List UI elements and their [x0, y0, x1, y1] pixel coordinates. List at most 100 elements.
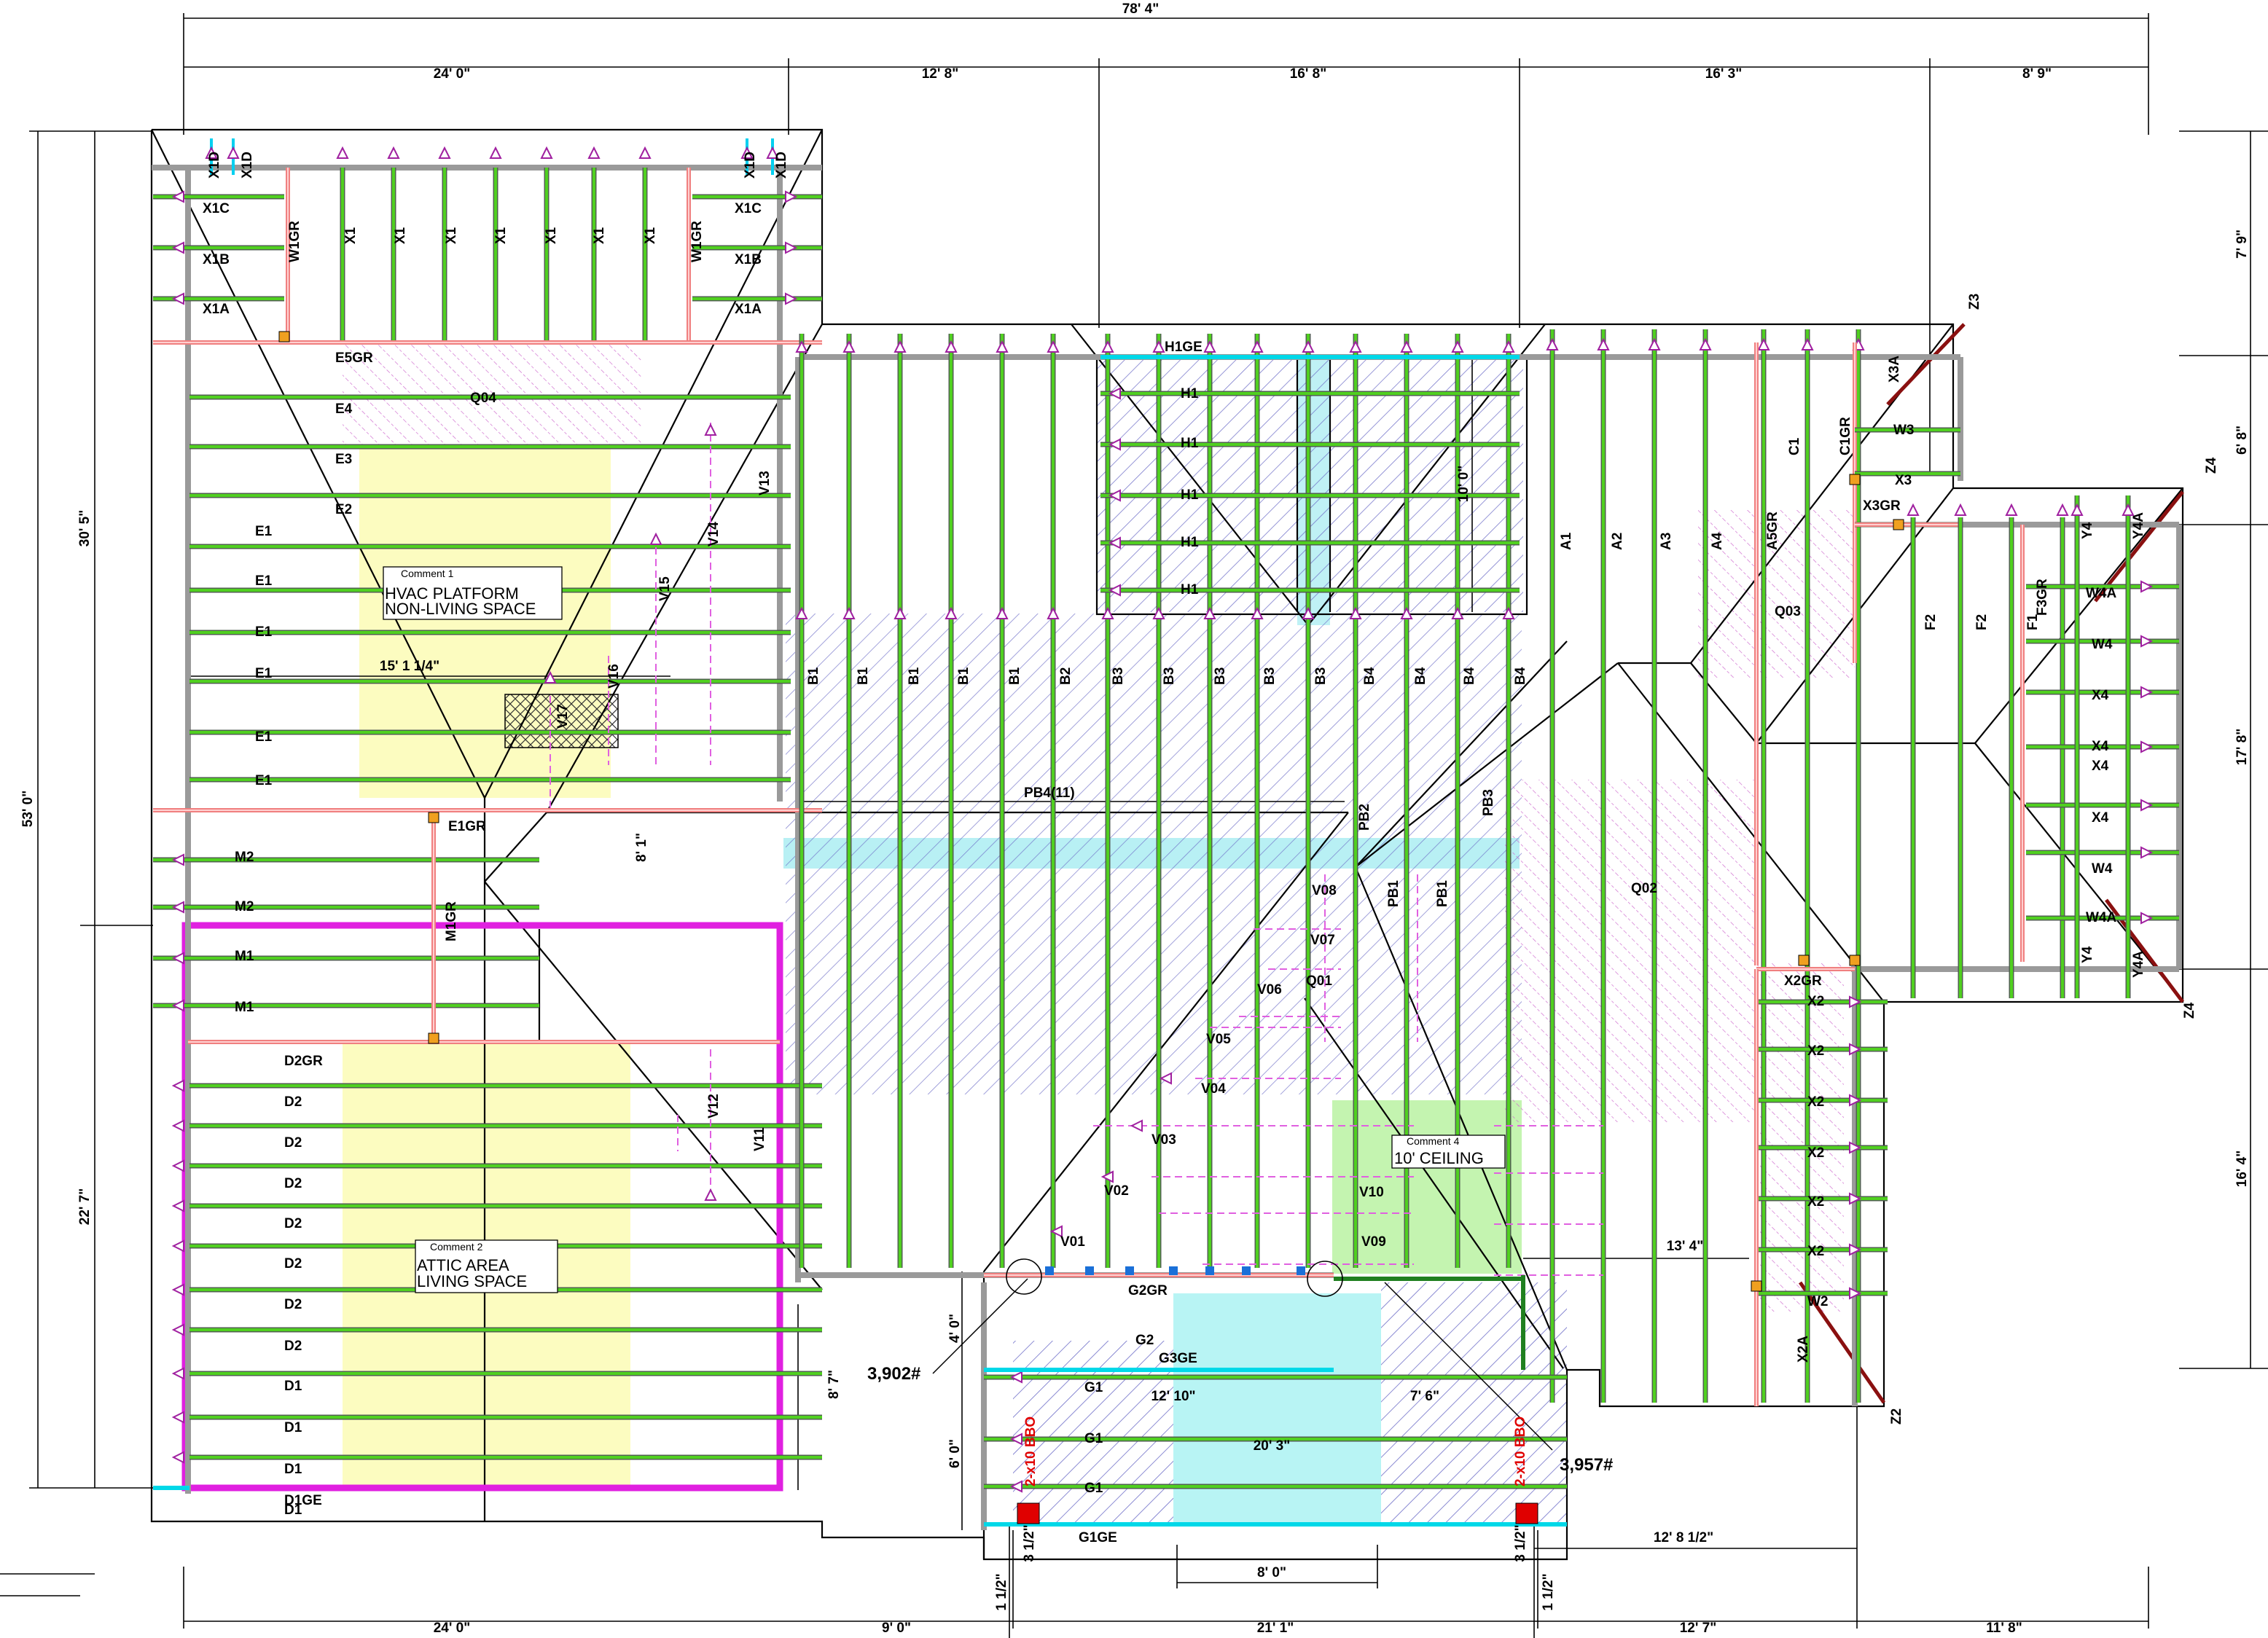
- member-label-v15: V15: [657, 576, 673, 601]
- post: [1242, 1266, 1251, 1275]
- member-label-d1ge: D1GE: [284, 1493, 322, 1508]
- bearing-arrow: [1400, 340, 1413, 353]
- member-label-x1d-4: X1D: [774, 152, 789, 179]
- bottom-dim-2: 9' 0": [882, 1621, 911, 1636]
- bearing-arrow: [2122, 503, 2135, 516]
- bearing-arrow: [893, 606, 907, 619]
- member-label-x3: X3: [1895, 473, 1912, 488]
- member-label-y4-2: Y4: [2080, 946, 2095, 963]
- bearing-arrow: [1502, 340, 1515, 353]
- bearing-arrow: [1699, 337, 1712, 350]
- hanger: [428, 1032, 439, 1044]
- member-label-x2a: X2A: [1796, 1336, 1811, 1363]
- member-label-x2-2: X2: [1807, 1043, 1824, 1059]
- member-label-x4-3: X4: [2092, 759, 2109, 774]
- bearing-arrow: [1108, 584, 1121, 597]
- member-label-a4: A4: [1710, 532, 1725, 550]
- member-label-f2-1: F2: [1923, 614, 1939, 630]
- member-label-q03: Q03: [1775, 604, 1801, 619]
- member-label-h1ge: H1GE: [1165, 340, 1203, 355]
- member-label-m2-1: M2: [235, 850, 254, 865]
- member-label-x2-6: X2: [1807, 1244, 1824, 1259]
- bearing-arrow: [1101, 606, 1114, 619]
- bearing-arrow: [171, 999, 184, 1012]
- member-label-e3: E3: [335, 452, 352, 467]
- member-label-m1-2: M1: [235, 1000, 254, 1015]
- bearing-arrow: [795, 606, 808, 619]
- bearing-arrow: [1907, 503, 1920, 516]
- member-label-b3-1: B3: [1111, 667, 1126, 685]
- member-label-v12: V12: [706, 1094, 722, 1118]
- member-label-g1-3: G1: [1084, 1481, 1103, 1496]
- bearing-arrow: [171, 1079, 184, 1092]
- left-total-dim: 53' 0": [20, 791, 36, 828]
- bearing-arrow: [171, 1367, 184, 1380]
- member-label-b4-3: B4: [1462, 667, 1477, 685]
- hanger: [1893, 519, 1904, 530]
- member-label-h1-4: H1: [1181, 535, 1199, 550]
- member-label-h1-3: H1: [1181, 487, 1199, 503]
- bearing-arrow: [2070, 503, 2084, 516]
- bearing-arrow: [842, 340, 856, 353]
- bearing-arrow: [1203, 606, 1216, 619]
- member-label-v11: V11: [752, 1127, 767, 1151]
- top-dim-5: 8' 9": [2022, 66, 2052, 82]
- load-right: 3,957#: [1560, 1455, 1613, 1475]
- hanger: [278, 331, 290, 342]
- member-label-e4: E4: [335, 401, 353, 417]
- top-dim-2: 12' 8": [922, 66, 959, 82]
- dim-1-half-right: 1 1/2": [1541, 1573, 1556, 1610]
- bearing-arrow: [2140, 580, 2154, 593]
- comment-2-line-1: ATTIC AREA: [417, 1256, 509, 1274]
- dim-10-0: 10' 0": [1456, 466, 1471, 503]
- bearing-arrow: [1400, 606, 1413, 619]
- member-label-g1ge: G1GE: [1079, 1530, 1117, 1545]
- hanger: [1798, 955, 1810, 966]
- dim-3-half-right: 3 1/2": [1513, 1524, 1528, 1561]
- member-label-x1a-r: X1A: [735, 302, 762, 317]
- comment-1-line-2: NON-LIVING SPACE: [385, 600, 536, 618]
- bearing-arrow: [1108, 387, 1121, 400]
- member-label-q04: Q04: [470, 391, 496, 406]
- member-label-x1d-1: X1D: [207, 152, 222, 179]
- bearing-arrow: [171, 190, 184, 203]
- member-label-x4-4: X4: [2092, 810, 2109, 826]
- member-label-h1-2: H1: [1181, 436, 1199, 451]
- member-label-g2: G2: [1135, 1333, 1154, 1348]
- dim-1-half-left: 1 1/2": [994, 1573, 1009, 1610]
- bearing-arrow: [649, 532, 662, 545]
- member-label-w3: W3: [1893, 423, 1915, 438]
- member-label-b1-2: B1: [856, 667, 871, 685]
- post: [1045, 1266, 1054, 1275]
- member-label-b4-1: B4: [1362, 667, 1377, 685]
- member-label-a2: A2: [1610, 533, 1625, 550]
- member-label-pb2: PB2: [1357, 804, 1372, 831]
- member-label-b3-5: B3: [1313, 667, 1329, 685]
- member-label-d2-6: D2: [284, 1297, 302, 1312]
- dim-20-3: 20' 3": [1254, 1438, 1291, 1454]
- bearing-arrow: [1849, 1094, 1862, 1107]
- bearing-arrow: [795, 340, 808, 353]
- bearing-arrow: [1009, 1480, 1022, 1493]
- bearing-arrow: [1049, 1225, 1063, 1238]
- member-label-a5gr: A5GR: [1765, 512, 1780, 550]
- top-dim-4: 16' 3": [1705, 66, 1743, 82]
- member-label-b3-3: B3: [1213, 667, 1228, 685]
- bottom-dim-1: 24' 0": [434, 1621, 471, 1636]
- bearing-arrow: [171, 1283, 184, 1296]
- member-label-x1d-2: X1D: [240, 152, 255, 179]
- member-label-q01: Q01: [1306, 973, 1332, 989]
- bearing-arrow: [171, 1159, 184, 1172]
- bearing-arrow: [1757, 337, 1770, 350]
- member-label-a3: A3: [1659, 533, 1674, 550]
- right-dim-2: 6' 8": [2234, 426, 2250, 455]
- member-label-y4a-1: Y4A: [2131, 512, 2146, 539]
- bearing-arrow: [1849, 1192, 1862, 1205]
- post: [1085, 1266, 1094, 1275]
- member-label-x1-2: X1: [393, 227, 408, 244]
- bearing-arrow: [2005, 503, 2018, 516]
- bearing-arrow: [842, 606, 856, 619]
- bearing-arrow: [2140, 846, 2154, 859]
- bearing-arrow: [1302, 606, 1315, 619]
